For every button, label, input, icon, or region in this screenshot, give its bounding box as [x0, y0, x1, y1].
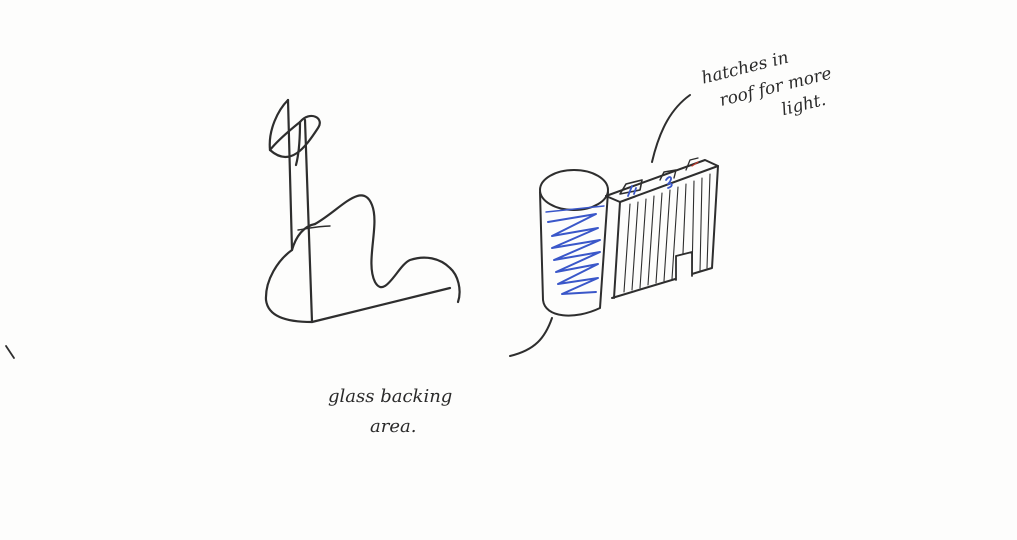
- glass-note-line-1: glass backing: [328, 386, 452, 407]
- glass-note-leader-line: [510, 318, 552, 356]
- glass-backing-shading: [546, 206, 604, 294]
- glass-backing-annotation: glass backing area.: [328, 386, 452, 437]
- stray-pencil-mark: [6, 346, 14, 358]
- roof-hatches-annotation: hatches in roof for more light.: [700, 38, 840, 137]
- abstract-form-sketch: [266, 100, 460, 322]
- glass-note-line-2: area.: [370, 416, 416, 437]
- roof-note-leader-line: [652, 95, 690, 162]
